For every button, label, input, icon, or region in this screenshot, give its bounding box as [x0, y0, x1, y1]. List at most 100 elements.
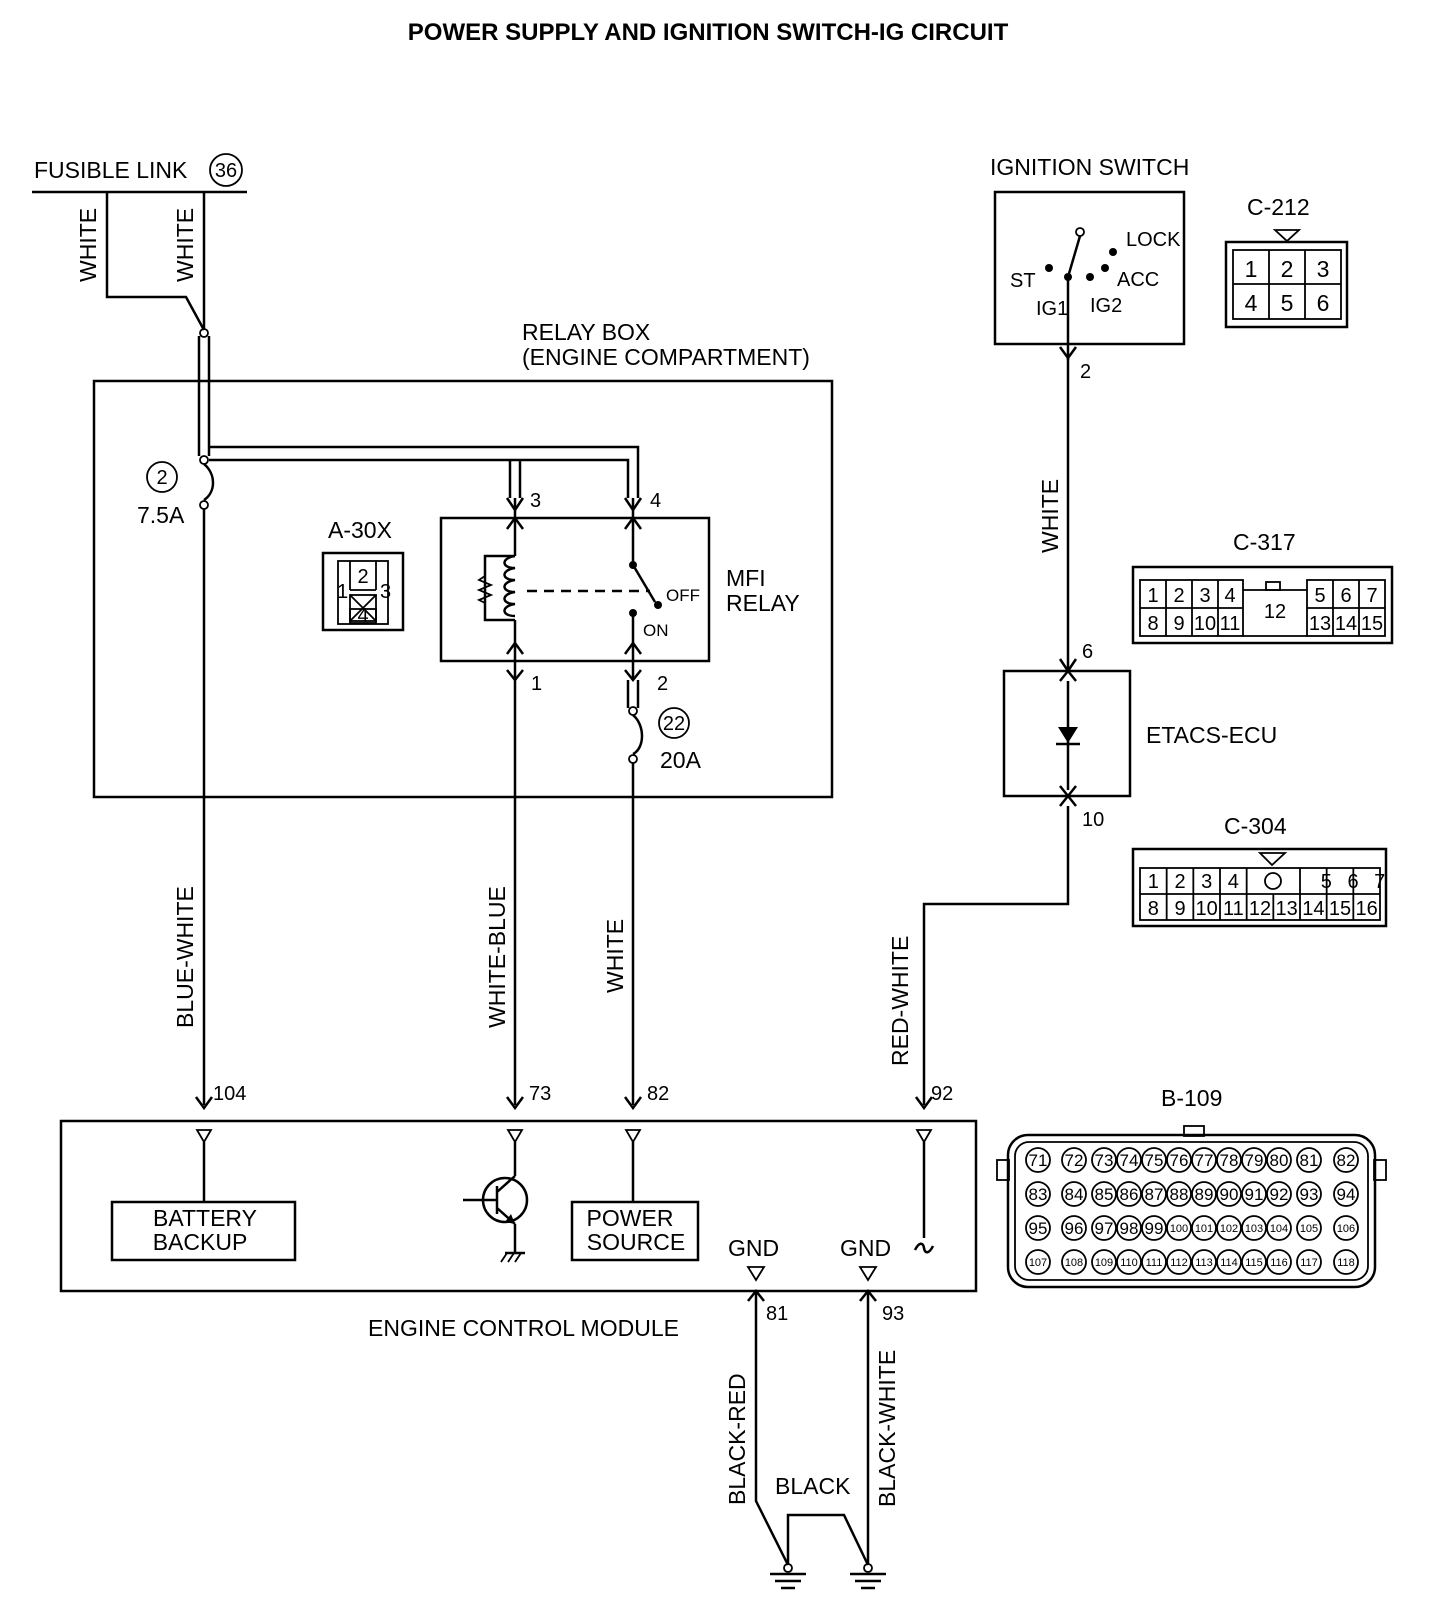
- b109-pin-label-85: 85: [1095, 1185, 1114, 1204]
- ign-lock: LOCK: [1126, 229, 1181, 251]
- a30x-pin-2: 2: [357, 566, 368, 588]
- b109-pin-label-73: 73: [1095, 1151, 1114, 1170]
- b109-pin-label-75: 75: [1145, 1151, 1164, 1170]
- b109-pin-label-118: 118: [1337, 1257, 1355, 1269]
- c304-pin-12: 12: [1249, 898, 1271, 920]
- wire-label-black-red: BLACK-RED: [724, 1373, 750, 1505]
- b109-pin-81: [1296, 1147, 1322, 1173]
- b109-pin-108: [1061, 1249, 1087, 1275]
- b109-pin-73: [1091, 1147, 1117, 1173]
- b109-pin-80: [1266, 1147, 1292, 1173]
- c317-pin-7: 7: [1366, 585, 1377, 607]
- b109-pin-label-79: 79: [1245, 1151, 1264, 1170]
- ign-ig1: IG1: [1036, 298, 1068, 320]
- b109-pin-97: [1091, 1215, 1117, 1241]
- fuse-22: 22 20A: [628, 706, 702, 1105]
- b109-pin-101: [1191, 1215, 1217, 1241]
- c317-pin-13: 13: [1309, 613, 1331, 635]
- b109-pin-107: [1025, 1249, 1051, 1275]
- b109-pin-label-96: 96: [1065, 1219, 1084, 1238]
- fuse-2: 2 7.5A: [137, 455, 215, 1105]
- c317-pin-10: 10: [1194, 613, 1216, 635]
- relay-box-label-line1: RELAY BOX: [522, 319, 650, 345]
- b109-pin-label-106: 106: [1337, 1223, 1355, 1235]
- b109-pin-label-89: 89: [1195, 1185, 1214, 1204]
- c304-pin-4: 4: [1228, 871, 1239, 893]
- b109-pin-87: [1141, 1181, 1167, 1207]
- ground-wires: 81 93 BLACK-RED BLACK-WHITE BLACK: [724, 1288, 904, 1590]
- b109-pin-89: [1191, 1181, 1217, 1207]
- b109-pin-label-81: 81: [1300, 1151, 1319, 1170]
- mfi-relay-pin-1: 1: [531, 673, 542, 695]
- mfi-relay-label-line1: MFI: [726, 565, 766, 591]
- mfi-relay-on: ON: [643, 621, 669, 640]
- b109-pin-91: [1241, 1181, 1267, 1207]
- c304-pin-15: 15: [1329, 898, 1351, 920]
- c317-pin-9: 9: [1173, 613, 1184, 635]
- c317-pin-2: 2: [1173, 585, 1184, 607]
- c304-pin-1: 1: [1148, 871, 1159, 893]
- b109-pin-label-88: 88: [1170, 1185, 1189, 1204]
- b109-pin-85: [1091, 1181, 1117, 1207]
- c317-pin-12: 12: [1264, 601, 1286, 623]
- b109-pin-98: [1116, 1215, 1142, 1241]
- b109-pin-label-112: 112: [1170, 1257, 1188, 1269]
- b109-pin-96: [1061, 1215, 1087, 1241]
- b109-pin-88: [1166, 1181, 1192, 1207]
- b109-pin-label-101: 101: [1195, 1223, 1213, 1235]
- c317-pin-4: 4: [1224, 585, 1235, 607]
- etacs-ecu: 6 10 ETACS-ECU: [1002, 641, 1277, 831]
- gnd-label-81: GND: [728, 1235, 779, 1261]
- ecm-label: ENGINE CONTROL MODULE: [368, 1315, 679, 1341]
- b109-pin-label-104: 104: [1270, 1223, 1288, 1235]
- a30x-pin-4: 4: [357, 605, 368, 627]
- fusible-link-label: FUSIBLE LINK: [34, 157, 188, 183]
- b109-pin-93: [1296, 1181, 1322, 1207]
- wire-label-white-a: WHITE: [75, 208, 101, 282]
- wire-label-blue-white: BLUE-WHITE: [172, 886, 198, 1028]
- b109-pin-71: [1025, 1147, 1051, 1173]
- b109-pin-99: [1141, 1215, 1167, 1241]
- c304-pin-3: 3: [1201, 871, 1212, 893]
- ecm-pin-104: 104: [213, 1083, 246, 1105]
- fuse-22-number: 22: [663, 713, 685, 735]
- connector-c304-name: C-304: [1224, 813, 1287, 839]
- power-source-line1: POWER: [587, 1205, 674, 1231]
- fusible-link: FUSIBLE LINK 36: [32, 153, 247, 194]
- mfi-relay-pin-2: 2: [657, 673, 668, 695]
- wire-label-white-c: WHITE: [602, 919, 628, 993]
- b109-pin-label-98: 98: [1120, 1219, 1139, 1238]
- a30x-pin-3: 3: [380, 581, 391, 603]
- c212-pin-2: 2: [1281, 256, 1294, 282]
- b109-pin-110: [1116, 1249, 1142, 1275]
- c304-pin-10: 10: [1196, 898, 1218, 920]
- b109-pin-label-74: 74: [1120, 1151, 1139, 1170]
- b109-pin-92: [1266, 1181, 1292, 1207]
- c317-pin-5: 5: [1314, 585, 1325, 607]
- b109-pin-86: [1116, 1181, 1142, 1207]
- ign-st: ST: [1010, 270, 1036, 292]
- b109-pin-label-105: 105: [1300, 1223, 1318, 1235]
- c304-pin-7: 7: [1374, 871, 1385, 893]
- c212-pin-1: 1: [1245, 256, 1258, 282]
- b109-pin-label-71: 71: [1029, 1151, 1048, 1170]
- c304-pin-8: 8: [1148, 898, 1159, 920]
- b109-pin-77: [1191, 1147, 1217, 1173]
- c317-pin-15: 15: [1361, 613, 1383, 635]
- b109-pin-label-111: 111: [1146, 1257, 1163, 1269]
- ignition-switch-label: IGNITION SWITCH: [990, 154, 1189, 180]
- b109-pin-label-77: 77: [1195, 1151, 1214, 1170]
- ign-out-pin: 2: [1080, 361, 1091, 383]
- wire-label-white-ig: WHITE: [1037, 479, 1063, 553]
- b109-pin-112: [1166, 1249, 1192, 1275]
- c304-pin-16: 16: [1356, 898, 1378, 920]
- b109-pin-83: [1025, 1181, 1051, 1207]
- connector-c317-name: C-317: [1233, 529, 1296, 555]
- relay-feed-wires: [197, 336, 640, 498]
- c304-pin-14: 14: [1302, 898, 1324, 920]
- b109-pin-102: [1216, 1215, 1242, 1241]
- b109-pin-label-78: 78: [1220, 1151, 1239, 1170]
- c317-pin-14: 14: [1335, 613, 1357, 635]
